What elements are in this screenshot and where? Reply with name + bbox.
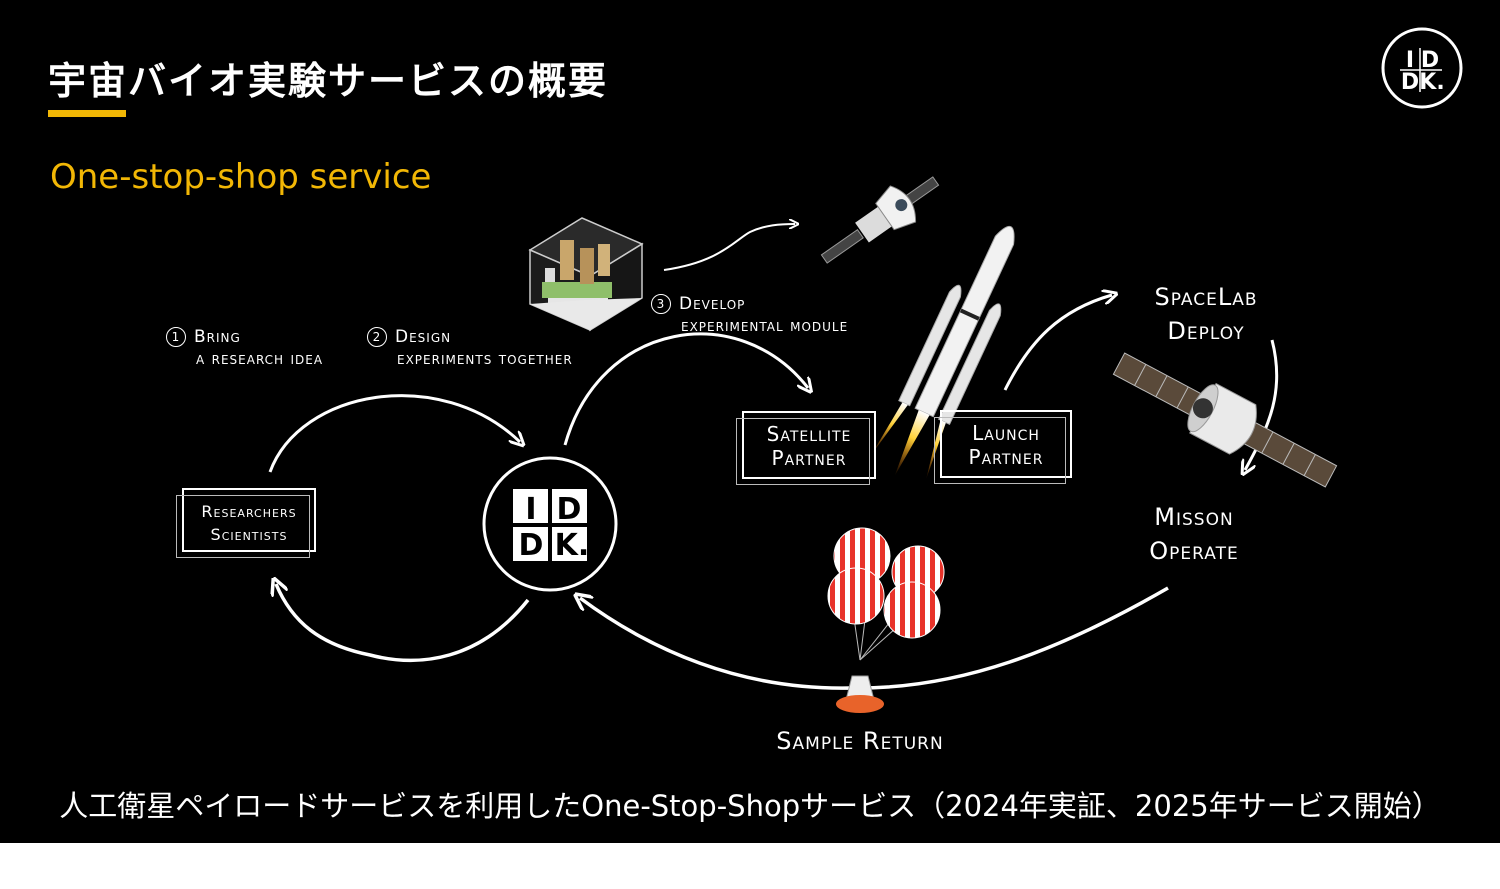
step-number: 2 bbox=[367, 327, 387, 347]
researchers-label: Researchers bbox=[201, 502, 297, 521]
launch-partner-label: Launch bbox=[972, 421, 1040, 445]
satellite-partner-node: Satellite Partner bbox=[736, 411, 876, 485]
mission-label: Misson bbox=[1154, 503, 1234, 531]
launch-partner-label-2: Partner bbox=[968, 445, 1044, 469]
rocket-illustration bbox=[871, 226, 1015, 480]
center-logo-letter: I bbox=[525, 492, 536, 527]
slide-subtitle: One-stop-shop service bbox=[50, 157, 432, 197]
step-3-label: 3 Develop experimental module bbox=[651, 293, 848, 337]
center-logo-letter: D bbox=[519, 528, 544, 563]
logo-letter: I bbox=[1406, 48, 1414, 73]
mission-operate-label: Misson Operate bbox=[1116, 500, 1272, 568]
sample-return-label: Sample Return bbox=[776, 727, 944, 755]
arrow-bring bbox=[268, 394, 520, 473]
title-underline bbox=[48, 110, 126, 117]
arrow-design bbox=[563, 332, 808, 446]
step-number: 3 bbox=[651, 294, 671, 314]
slide-title: 宇宙バイオ実験サービスの概要 bbox=[48, 59, 609, 103]
arrow-develop bbox=[663, 224, 795, 271]
center-logo-letter: D bbox=[557, 492, 582, 527]
iddk-logo: I D D K. bbox=[1381, 27, 1463, 109]
spacelab-label: SpaceLab bbox=[1154, 283, 1258, 311]
step-number: 1 bbox=[166, 327, 186, 347]
caption: 人工衛星ペイロードサービスを利用したOne-Stop-Shopサービス（2024… bbox=[59, 789, 1441, 823]
satellite-partner-label-2: Partner bbox=[771, 446, 847, 470]
step-1-title: Bring bbox=[194, 327, 241, 347]
launch-partner-node: Launch Partner bbox=[934, 410, 1072, 484]
deploy-label: Deploy bbox=[1167, 317, 1245, 345]
scientists-label: Scientists bbox=[210, 525, 288, 544]
researchers-node: Researchers Scientists bbox=[176, 488, 316, 558]
arrow-launch bbox=[1003, 295, 1112, 391]
step-2-desc: experiments together bbox=[397, 349, 573, 369]
slide: 宇宙バイオ実験サービスの概要 One-stop-shop service I D… bbox=[0, 0, 1500, 843]
iddk-center-logo: I D D K. bbox=[482, 456, 618, 592]
arrow-deploy bbox=[1245, 339, 1279, 470]
return-capsule-illustration bbox=[827, 527, 945, 713]
service-flow-diagram: I D D K. bbox=[268, 176, 1338, 713]
step-2-title: Design bbox=[395, 327, 452, 347]
spacelab-satellite-illustration bbox=[1112, 352, 1338, 488]
step-3-title: Develop bbox=[679, 294, 746, 314]
satellite-partner-label: Satellite bbox=[766, 422, 852, 446]
logo-letter: K. bbox=[1419, 70, 1444, 95]
center-logo-letter: K. bbox=[555, 528, 590, 563]
step-2-label: 2 Design experiments together bbox=[367, 326, 573, 370]
experimental-module-illustration bbox=[528, 217, 644, 332]
arrow-deliver bbox=[276, 584, 530, 663]
step-1-desc: a research idea bbox=[196, 349, 324, 369]
logo-letter: D bbox=[1401, 70, 1419, 95]
step-1-label: 1 Bring a research idea bbox=[166, 326, 323, 370]
spacelab-deploy-label: SpaceLab Deploy bbox=[1126, 280, 1286, 348]
logo-letter: D bbox=[1421, 48, 1439, 73]
orion-spacecraft-illustration bbox=[820, 176, 940, 264]
step-3-desc: experimental module bbox=[681, 316, 849, 336]
operate-label: Operate bbox=[1149, 537, 1239, 565]
